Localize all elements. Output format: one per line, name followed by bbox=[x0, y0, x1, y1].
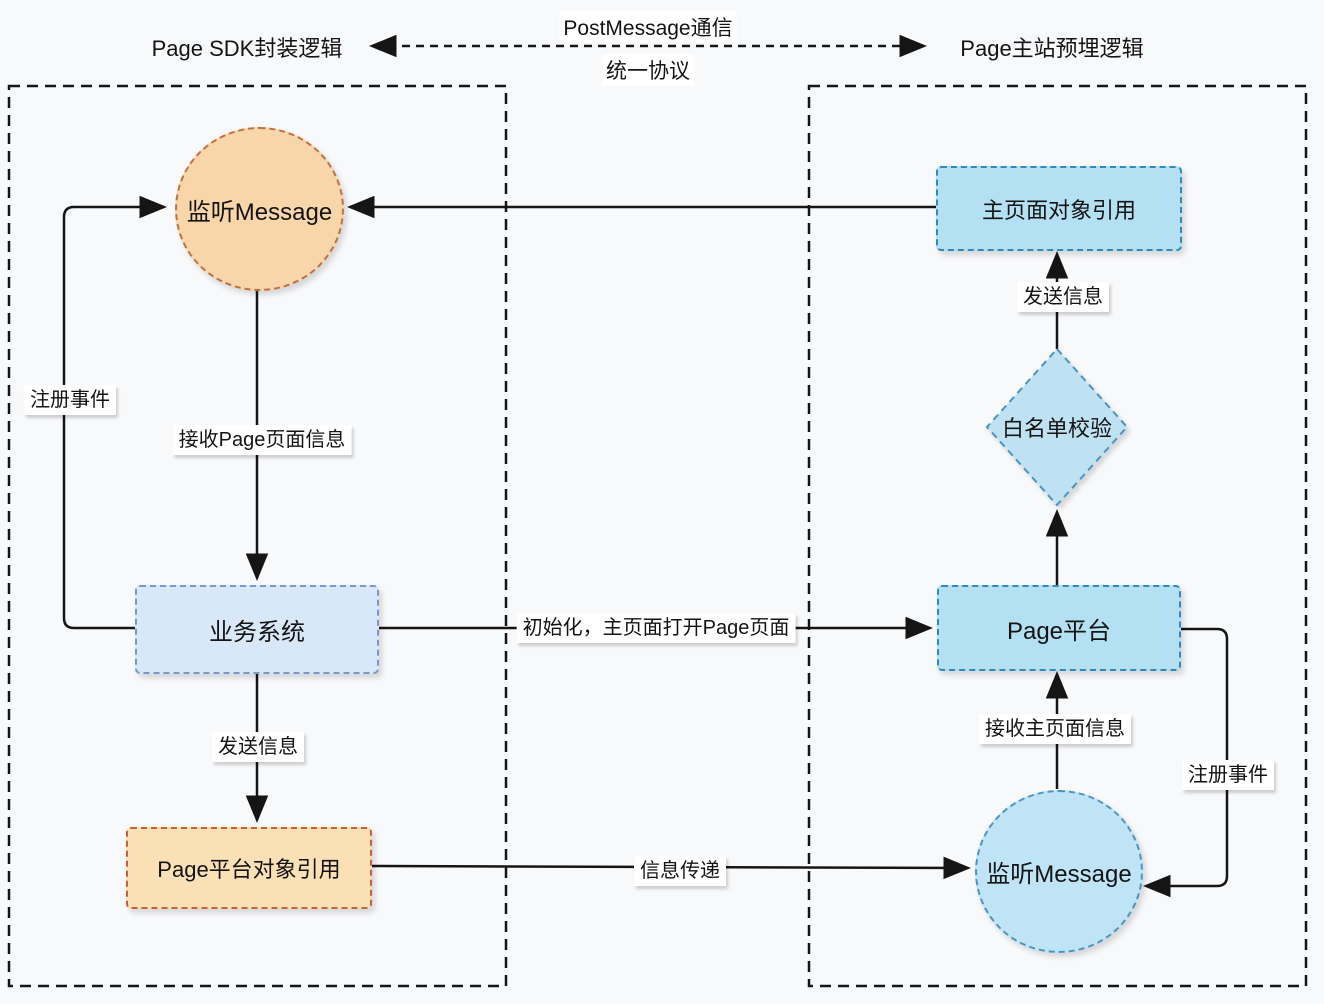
node-listen-message-left: 监听Message bbox=[175, 127, 344, 291]
protocol-subtitle: 统一协议 bbox=[602, 54, 694, 86]
right-panel-container bbox=[807, 84, 1308, 988]
whitelist-diamond-label: 白名单校验 bbox=[1001, 416, 1113, 441]
label-init-open: 初始化，主页面打开Page页面 bbox=[516, 613, 796, 643]
label-receive-page-info: 接收Page页面信息 bbox=[172, 425, 352, 455]
label-register-event-left: 注册事件 bbox=[24, 385, 116, 415]
label-send-info-left: 发送信息 bbox=[212, 732, 304, 762]
right-panel-title: Page主站预埋逻辑 bbox=[960, 36, 1144, 61]
edge-register-event-right bbox=[1143, 627, 1229, 898]
label-send-info-right: 发送信息 bbox=[1017, 282, 1109, 312]
left-panel-title: Page SDK封装逻辑 bbox=[151, 36, 343, 61]
label-message-pass: 信息传递 bbox=[634, 856, 726, 886]
label-register-event-right: 注册事件 bbox=[1182, 760, 1274, 790]
node-business-system: 业务系统 bbox=[135, 585, 379, 674]
node-page-platform-ref: Page平台对象引用 bbox=[126, 827, 372, 909]
node-listen-message-right: 监听Message bbox=[975, 790, 1143, 953]
whitelist-diamond bbox=[985, 347, 1129, 507]
left-panel-container bbox=[7, 84, 508, 988]
node-page-platform: Page平台 bbox=[937, 585, 1181, 671]
label-receive-main-info: 接收主页面信息 bbox=[979, 714, 1131, 744]
postmessage-title: PostMessage通信 bbox=[559, 11, 737, 43]
edge-register-event-left bbox=[62, 195, 167, 630]
node-main-page-ref: 主页面对象引用 bbox=[936, 166, 1182, 251]
